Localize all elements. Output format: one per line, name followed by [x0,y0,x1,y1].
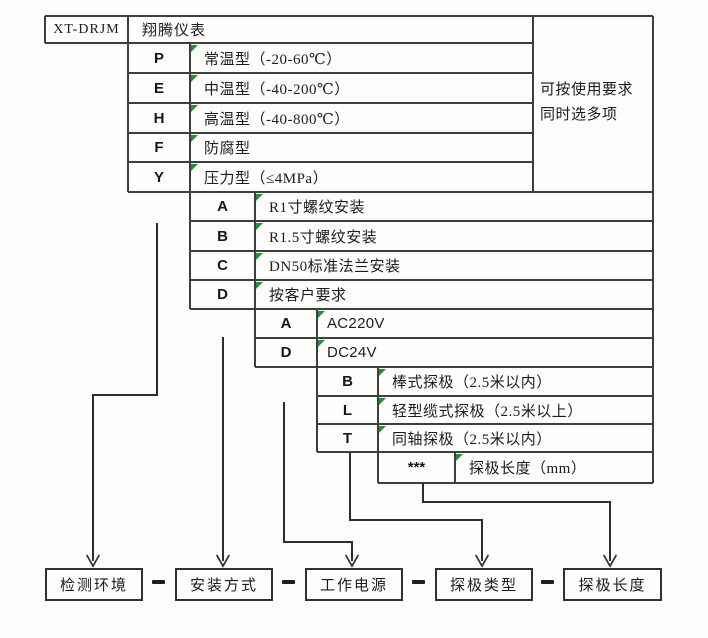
install-code-A: A [217,198,228,215]
cell-corner-marker-icon [318,310,325,318]
cell-corner-marker-icon [379,368,386,376]
cell-corner-marker-icon [256,281,263,289]
power-desc-text: DC24V [327,344,377,361]
install-desc-C: DN50标准法兰安装 [255,251,653,280]
probe-code-L: L [342,401,353,419]
env-code-H: H [153,109,165,127]
multi-select-note: 可按使用要求 同时选多项 [533,16,653,190]
probe-desc-text: 同轴探极（2.5米以内） [392,431,552,448]
grid-horizontal-lines [45,15,653,484]
cell-corner-marker-icon [191,74,198,82]
probe-code-T: T [342,429,353,447]
bottom-box-installation: 安装方式 [175,568,273,601]
power-desc-D: DC24V [317,338,653,367]
env-desc-P: 常温型（-20-60℃） [190,43,533,73]
down-arrow-icon [345,554,359,568]
down-arrow-icon [603,554,617,568]
env-code-F: F [154,139,164,156]
env-desc-text: 压力型（≤4MPa） [204,170,329,187]
model-code-cell: XT-DRJM [53,21,120,37]
install-desc-text: R1寸螺纹安装 [269,200,366,216]
env-code-P: P [153,49,164,67]
bottom-box-probe-length: 探极长度 [563,568,662,601]
connector-environment [92,223,158,561]
cell-corner-marker-icon [318,339,325,347]
separator-dash [541,580,554,584]
bottom-box-power: 工作电源 [305,568,403,601]
env-desc-F: 防腐型 [190,133,533,162]
arrowheads [86,554,617,568]
down-arrow-icon [216,554,230,568]
note-line-2: 同时选多项 [540,107,618,123]
install-desc-A: R1寸螺纹安装 [255,192,653,221]
env-desc-text: 高温型（-40-800℃） [204,111,350,128]
cell-corner-marker-icon [256,252,263,260]
install-desc-text: 按客户要求 [269,288,347,304]
cell-corner-marker-icon [379,425,386,433]
probe-desc-B: 棒式探极（2.5米以内） [378,367,653,396]
power-desc-A: AC220V [317,309,653,338]
cell-corner-marker-icon [191,134,198,142]
install-desc-text: R1.5寸螺纹安装 [269,229,378,246]
brand-cell: 翔腾仪表 [142,23,207,39]
cell-corner-marker-icon [191,163,198,171]
install-code-B: B [217,227,228,245]
env-desc-text: 常温型（-20-60℃） [204,51,342,68]
down-arrow-icon [86,554,100,568]
length-code-stars: *** [407,459,426,476]
probe-desc-text: 轻型缆式探极（2.5米以上） [392,403,583,420]
bottom-box-environment: 检测环境 [45,568,143,601]
env-desc-Y: 压力型（≤4MPa） [190,162,533,192]
env-desc-text: 中温型（-40-200℃） [204,81,350,98]
install-code-D: D [217,286,228,303]
install-code-C: C [217,257,228,274]
install-desc-D: 按客户要求 [255,280,653,309]
env-desc-text: 防腐型 [204,141,251,157]
connector-probe-type [349,453,483,561]
probe-code-B: B [342,373,353,390]
power-code-A: A [280,315,292,332]
note-line-1: 可按使用要求 [540,82,634,98]
separator-dash [282,580,295,584]
connector-lines [92,223,611,561]
cell-corner-marker-icon [191,104,198,112]
connector-probe-length [422,483,611,561]
cell-corner-marker-icon [191,44,198,52]
separator-dash [152,580,165,584]
cell-corner-marker-icon [256,222,263,230]
env-desc-H: 高温型（-40-800℃） [190,103,533,133]
cell-corner-marker-icon [379,397,386,405]
probe-desc-L: 轻型缆式探极（2.5米以上） [378,396,653,424]
length-desc: 探极长度（mm） [455,452,653,483]
cell-corner-marker-icon [256,193,263,201]
env-code-E: E [153,79,164,97]
grid-vertical-lines [44,16,654,483]
power-code-D: D [280,344,292,361]
connector-power [283,402,353,561]
cell-corner-marker-icon [456,453,463,461]
probe-desc-T: 同轴探极（2.5米以内） [378,424,653,452]
bottom-box-probe-type: 探极类型 [435,568,533,601]
install-desc-B: R1.5寸螺纹安装 [255,221,653,251]
power-desc-text: AC220V [327,315,385,332]
separator-dash [412,580,425,584]
down-arrow-icon [475,554,489,568]
env-code-Y: Y [153,168,164,186]
install-desc-text: DN50标准法兰安装 [269,259,401,275]
probe-desc-text: 棒式探极（2.5米以内） [392,375,552,391]
table-grid [44,15,654,484]
length-desc-text: 探极长度（mm） [469,461,587,477]
env-desc-E: 中温型（-40-200℃） [190,73,533,103]
